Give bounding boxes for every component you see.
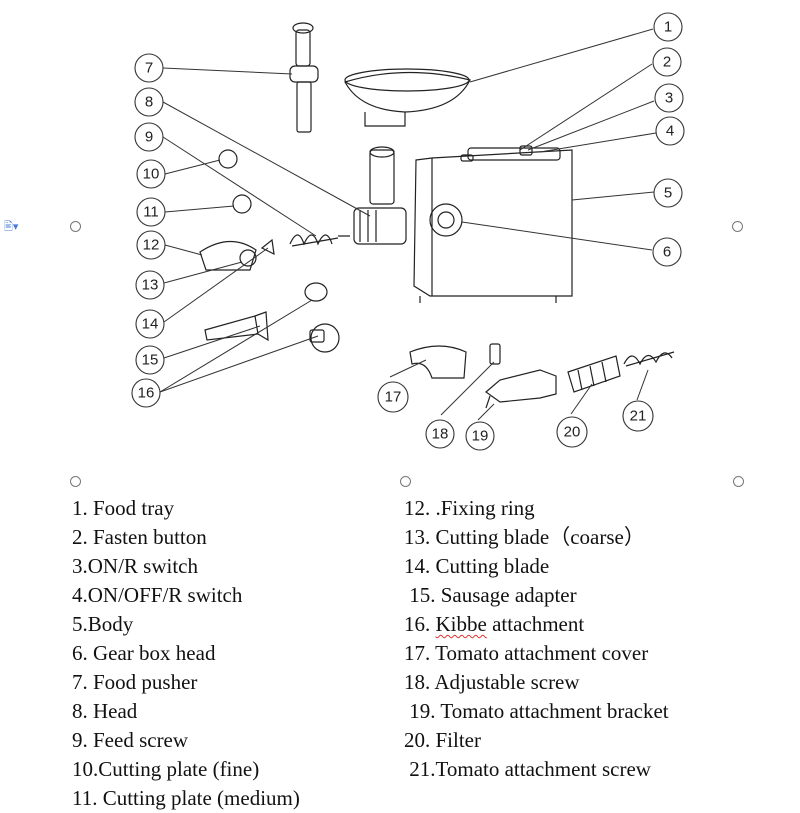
parts-legend-left: 1. Food tray 2. Fasten button 3.ON/R swi… <box>72 494 300 813</box>
legend-item: 4.ON/OFF/R switch <box>72 583 243 607</box>
callout-7: 7 <box>145 60 153 77</box>
sausage-adapter-part <box>204 311 269 342</box>
switch-button <box>519 145 533 156</box>
callout-21: 21 <box>630 408 647 425</box>
callout-15: 15 <box>142 352 159 369</box>
tomato-attachment-bracket-part <box>485 369 557 409</box>
tomato-attachment-screw-part <box>623 351 675 367</box>
food-pusher-part <box>289 22 319 133</box>
callout-13: 13 <box>142 277 159 294</box>
callout-1: 1 <box>664 19 672 36</box>
cell-marker[interactable] <box>400 476 411 487</box>
callout-2: 2 <box>663 54 671 71</box>
callout-6: 6 <box>663 244 671 261</box>
legend-item: 2. Fasten button <box>72 525 207 549</box>
legend-item: 1. Food tray <box>72 496 175 520</box>
spellcheck-word[interactable]: Kibbe <box>435 612 487 636</box>
food-tray-part <box>344 68 471 127</box>
head-part <box>353 146 407 245</box>
legend-item: 17. Tomato attachment cover <box>404 641 649 665</box>
legend-item: 3.ON/R switch <box>72 554 198 578</box>
cutting-blade-coarse <box>239 249 257 267</box>
callout-9: 9 <box>145 129 153 146</box>
callout-8: 8 <box>145 94 153 111</box>
legend-item-number: 16. <box>404 612 436 636</box>
legend-item: 21.Tomato attachment screw <box>404 757 651 781</box>
parts-legend-right: 12. .Fixing ring 13. Cutting blade（coars… <box>404 494 669 784</box>
fixing-ring-part <box>199 240 257 271</box>
cell-marker[interactable] <box>70 476 81 487</box>
cutting-blade-part <box>260 238 275 256</box>
kibbe-attachment-part <box>304 282 340 353</box>
legend-item: 15. Sausage adapter <box>404 583 577 607</box>
callout-18: 18 <box>432 426 449 443</box>
legend-item: 11. Cutting plate (medium) <box>72 786 300 810</box>
legend-item: 10.Cutting plate (fine) <box>72 757 260 781</box>
legend-item-text: attachment <box>486 612 585 636</box>
legend-item: 7. Food pusher <box>72 670 198 694</box>
cell-marker[interactable] <box>733 476 744 487</box>
callout-16: 16 <box>138 385 155 402</box>
legend-item-kibbe: 16. Kibbe attachment <box>404 610 669 639</box>
callout-17: 17 <box>385 389 402 406</box>
callout-11: 11 <box>143 204 159 221</box>
adjustable-screw-part <box>489 343 501 365</box>
legend-item: 20. Filter <box>404 728 481 752</box>
exploded-parts-diagram: 1 2 3 4 5 6 7 8 9 10 11 12 13 14 15 16 1… <box>131 12 685 451</box>
document-icon[interactable]: 🖹▾ <box>4 220 19 233</box>
legend-item: 14. Cutting blade <box>404 554 550 578</box>
tomato-attachment-cover-part <box>409 345 467 379</box>
filter-part <box>567 355 621 393</box>
callout-5: 5 <box>664 185 672 202</box>
legend-item: 12. .Fixing ring <box>404 496 535 520</box>
legend-item: 18. Adjustable screw <box>404 670 580 694</box>
legend-item: 5.Body <box>72 612 134 636</box>
callout-3: 3 <box>665 90 673 107</box>
callout-19: 19 <box>472 428 489 445</box>
cutting-plate-fine <box>218 149 238 169</box>
feed-screw-part <box>289 234 350 247</box>
legend-item: 6. Gear box head <box>72 641 216 665</box>
cell-marker[interactable] <box>732 221 743 232</box>
legend-item: 19. Tomato attachment bracket <box>404 699 669 723</box>
callout-20: 20 <box>564 424 581 441</box>
callout-14: 14 <box>142 316 159 333</box>
cutting-plate-medium <box>232 194 252 214</box>
legend-item: 8. Head <box>72 699 138 723</box>
callout-4: 4 <box>666 123 674 140</box>
legend-item: 9. Feed screw <box>72 728 189 752</box>
body-part <box>413 145 573 303</box>
cell-marker[interactable] <box>70 221 81 232</box>
callout-10: 10 <box>143 166 160 183</box>
legend-item: 13. Cutting blade（coarse） <box>404 525 645 549</box>
fasten-button <box>460 154 474 162</box>
callout-12: 12 <box>143 237 160 254</box>
